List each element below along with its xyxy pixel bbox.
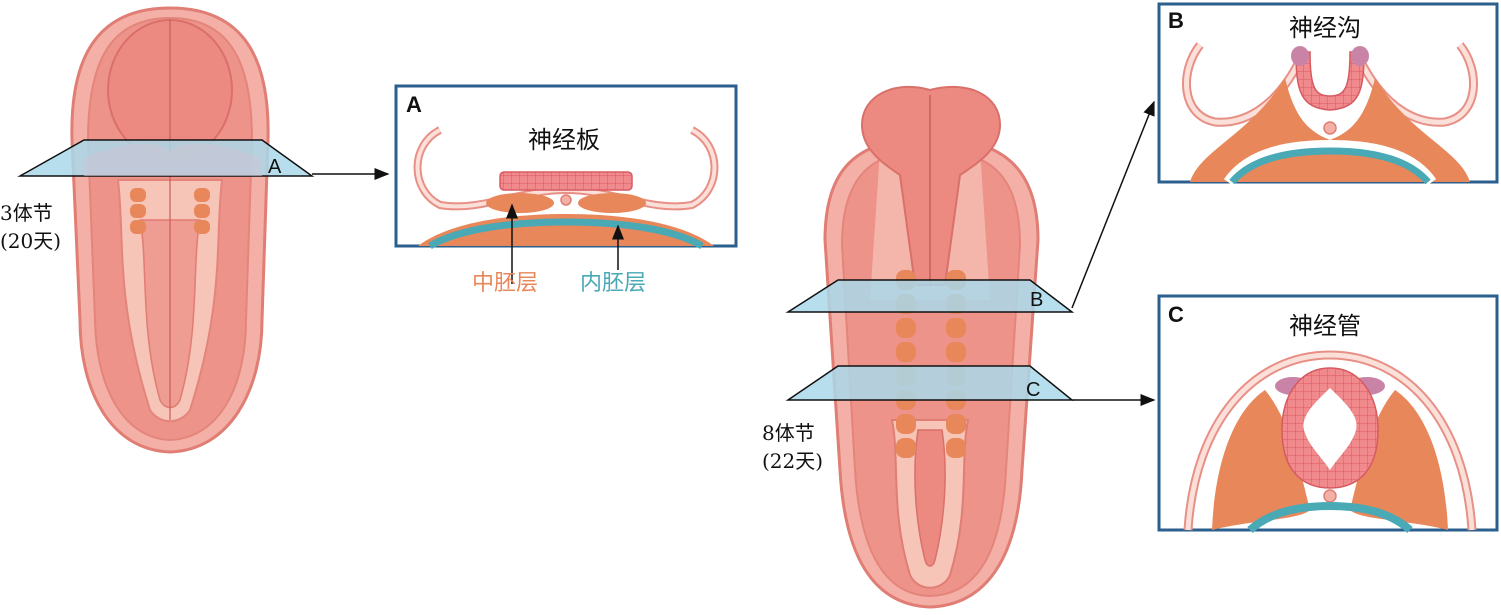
somites-right	[194, 188, 210, 234]
stage2-somites-label: 8体节	[762, 421, 815, 445]
plane-a-letter: A	[268, 156, 282, 178]
panel-c: C 神经管	[1157, 294, 1499, 534]
embryo-3-somites: A 3体节 (20天)	[0, 6, 390, 454]
panel-a: A 神经板 中胚层 内胚层	[394, 84, 738, 296]
panel-b-letter: B	[1168, 8, 1184, 33]
plane-c-letter: C	[1026, 379, 1040, 401]
panel-c-title: 神经管	[1289, 312, 1361, 340]
section-plane-a: A	[17, 139, 315, 178]
panel-b-title: 神经沟	[1289, 14, 1361, 42]
panel-a-title: 神经板	[528, 126, 600, 154]
arrow-to-panel-b	[1071, 100, 1155, 309]
stage1-days-label: (20天)	[0, 229, 61, 253]
mesoderm-label: 中胚层	[472, 271, 538, 296]
embryo-8-somites: B C 8体节 (22天)	[762, 85, 1156, 609]
stage2-days-label: (22天)	[762, 449, 823, 473]
somites-left	[130, 188, 146, 234]
panel-b: B 神经沟	[1157, 2, 1499, 186]
section-plane-c: C	[785, 365, 1075, 401]
stage1-somites-label: 3体节	[0, 201, 53, 225]
panel-c-letter: C	[1168, 302, 1184, 327]
section-plane-b: B	[785, 279, 1075, 313]
panel-a-letter: A	[406, 92, 422, 117]
plane-b-letter: B	[1030, 289, 1043, 311]
endoderm-label: 内胚层	[580, 271, 646, 296]
